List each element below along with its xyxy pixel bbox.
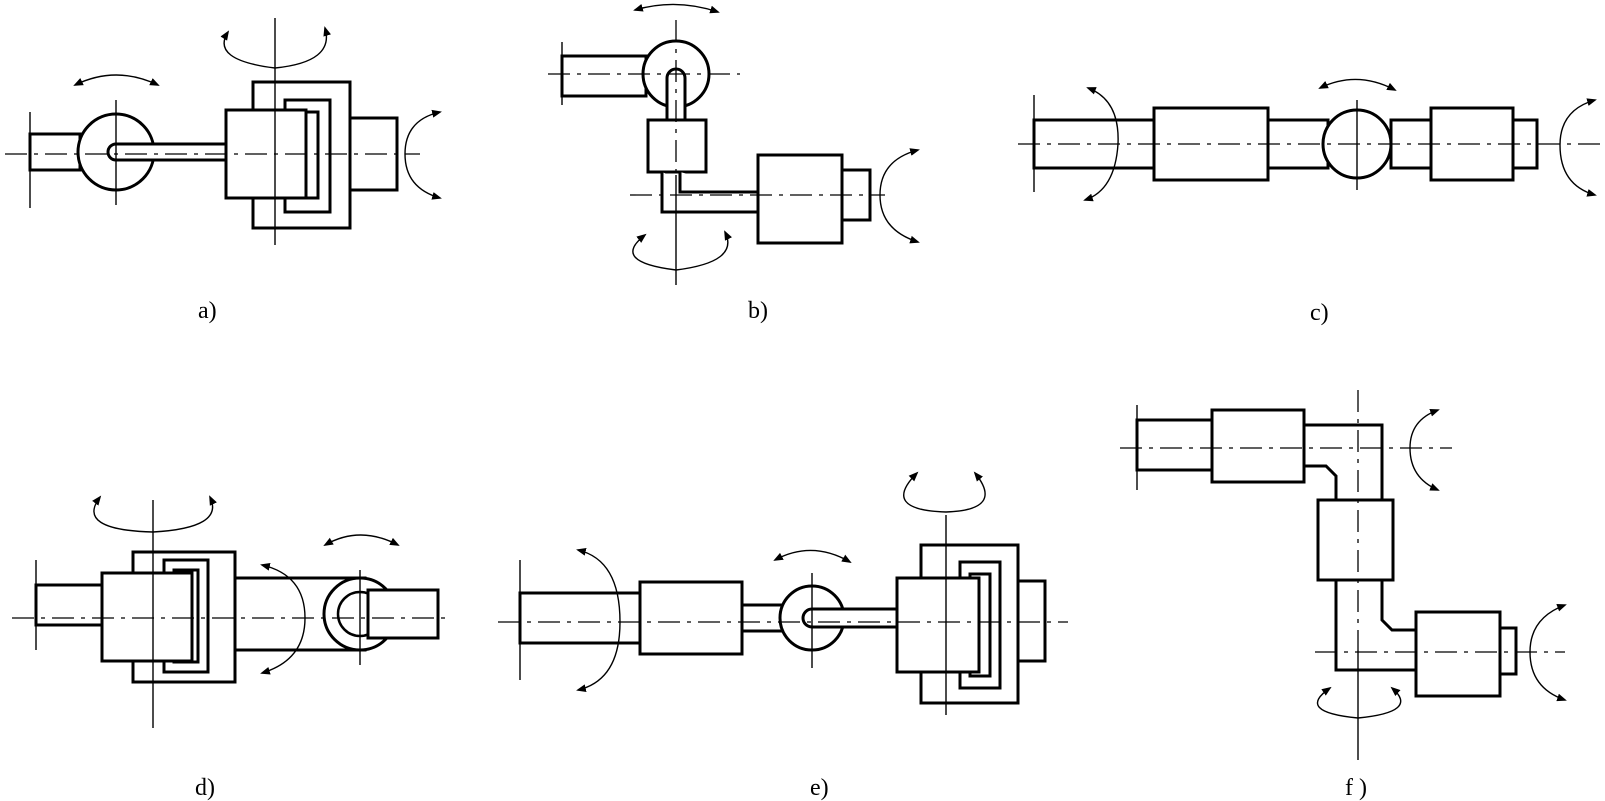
rotor-block-2 — [1316, 498, 1395, 582]
yaw-arrow — [92, 495, 217, 533]
base-arm — [1032, 118, 1156, 170]
rotor-block-upper — [646, 118, 708, 174]
end-link — [366, 588, 440, 640]
label-a: a) — [198, 298, 217, 324]
link-1 — [740, 603, 784, 633]
pitch-arrow — [633, 3, 720, 14]
roll-arrow — [404, 109, 442, 200]
elbow-link-lower — [1334, 580, 1416, 672]
rotor-block-lower — [756, 153, 844, 245]
elbow-link — [660, 172, 758, 214]
diagram-d: d) — [12, 495, 450, 801]
rotor-block-2 — [895, 576, 981, 674]
base-arm — [1135, 418, 1214, 472]
pitch-arrow — [1318, 78, 1397, 91]
roll-arrow-lower — [1529, 604, 1567, 702]
roll-arrow-end — [1559, 98, 1597, 197]
yaw-arrow — [632, 230, 733, 271]
diagram-e: e) — [498, 471, 1068, 801]
base-arm — [518, 591, 642, 645]
pitch-arrow — [773, 549, 852, 563]
roll-arrow — [879, 148, 920, 244]
pitch-arrow — [323, 534, 400, 546]
yaw-arrow — [1316, 686, 1402, 719]
label-b: b) — [748, 298, 768, 324]
roll-arrow-base — [1083, 87, 1119, 202]
yaw-arrow — [903, 471, 986, 513]
roll-arrow — [260, 562, 306, 675]
rotor-block-1 — [638, 580, 744, 656]
base-arm — [28, 132, 82, 172]
end-cap — [1016, 579, 1047, 663]
end-cap — [1498, 626, 1518, 676]
base-arm — [560, 54, 648, 98]
base-arm — [34, 583, 104, 627]
label-f: f ) — [1345, 775, 1367, 801]
diagram-c: c) — [1018, 78, 1600, 326]
rotor-block-3 — [1414, 610, 1502, 698]
elbow-link-upper — [1304, 423, 1384, 500]
roll-arrow — [576, 548, 621, 692]
diagram-b: b) — [548, 3, 920, 324]
label-e: e) — [810, 775, 829, 801]
rotor-block-1 — [1210, 408, 1306, 484]
yaw-arrow — [220, 26, 331, 69]
label-d: d) — [195, 775, 215, 801]
link-rod — [106, 142, 225, 162]
roll-arrow-upper — [1409, 408, 1440, 491]
diagram-f: f ) — [1120, 390, 1567, 801]
rotor-block — [100, 571, 194, 663]
link-rod — [801, 607, 897, 629]
label-c: c) — [1310, 300, 1329, 326]
pitch-arrow — [73, 74, 160, 86]
diagram-a: a) — [5, 18, 442, 324]
